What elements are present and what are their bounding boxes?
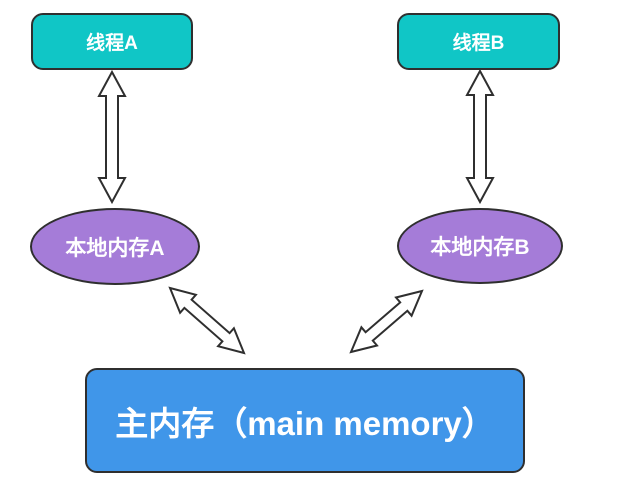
local-memory-a-label: 本地内存A (65, 236, 165, 260)
double-arrow-local-a-main-memory-icon (168, 286, 246, 355)
main-memory-box: 主内存（main memory） (85, 368, 525, 473)
thread-b-label: 线程B (452, 33, 505, 54)
double-arrow-thread-b-local-b-icon (465, 68, 495, 205)
local-memory-b-ellipse: 本地内存B (397, 208, 563, 284)
thread-b-box: 线程B (397, 13, 560, 70)
local-memory-a-ellipse: 本地内存A (30, 208, 200, 285)
thread-a-label: 线程A (86, 33, 138, 54)
double-arrow-thread-a-local-a-icon (97, 69, 127, 205)
main-memory-label: 主内存（main memory） (115, 404, 495, 442)
local-memory-b-label: 本地内存B (430, 236, 530, 259)
thread-a-box: 线程A (31, 13, 193, 70)
double-arrow-local-b-main-memory-icon (349, 289, 424, 354)
